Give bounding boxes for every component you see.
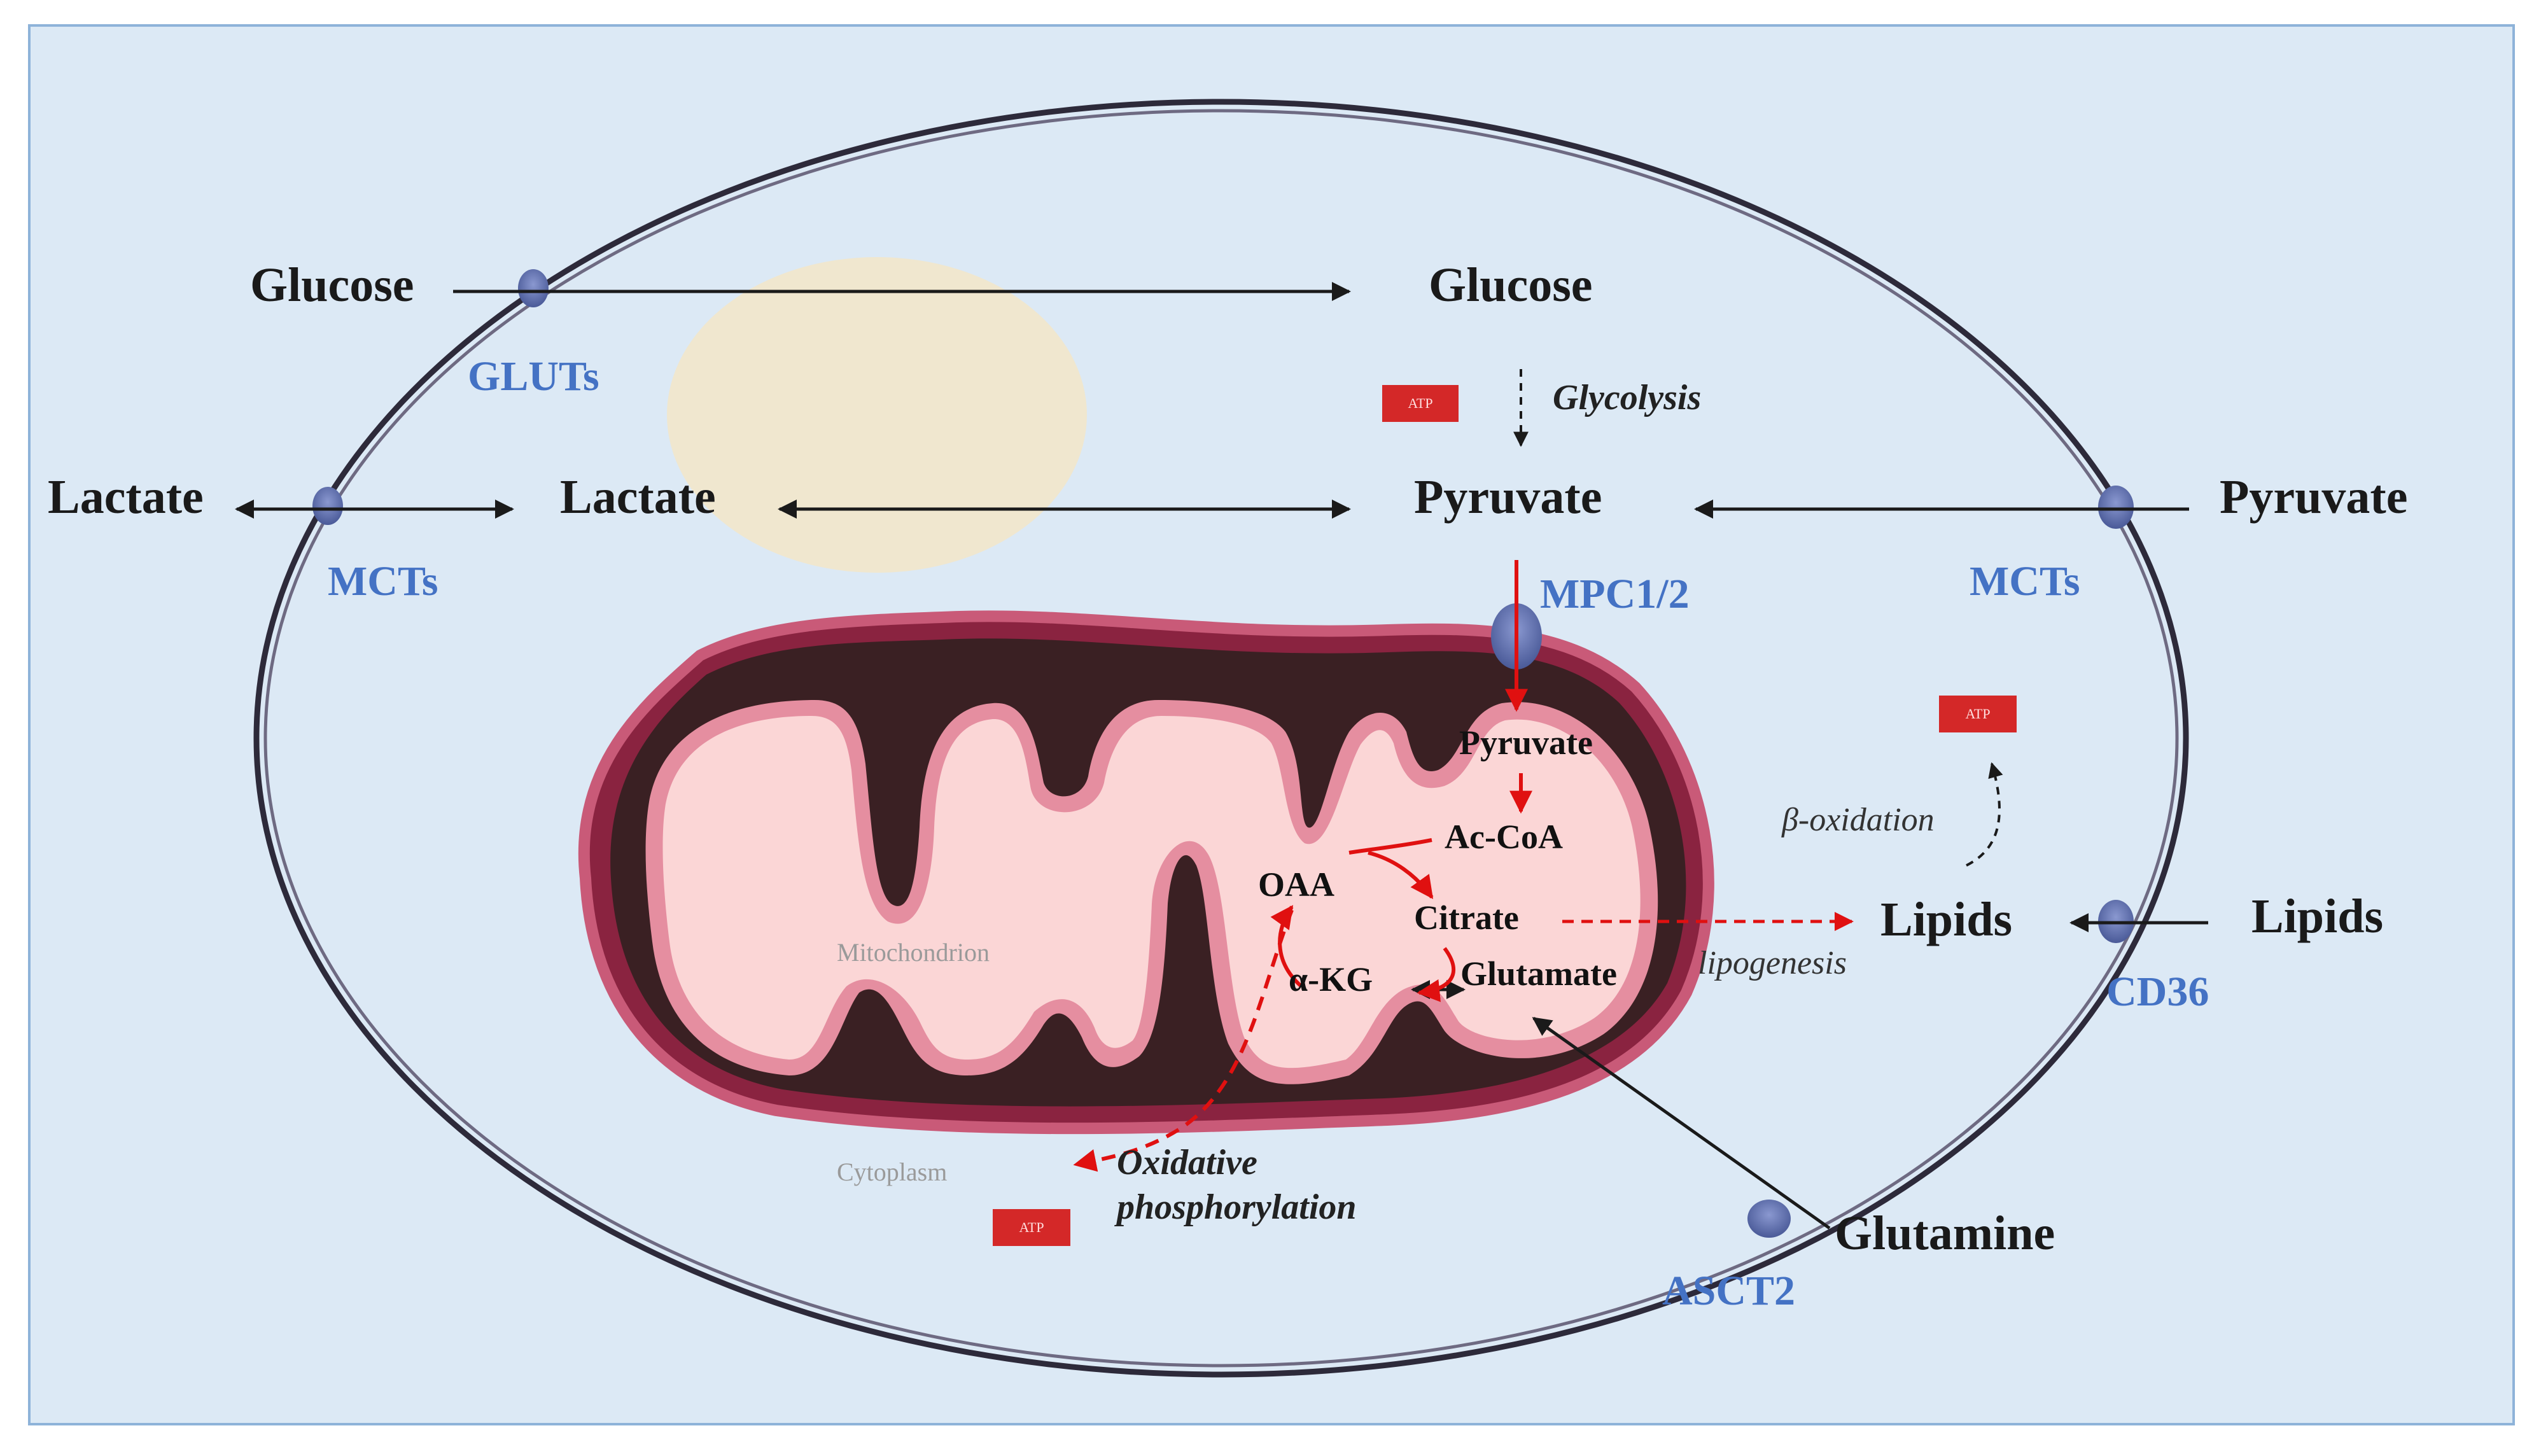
mcts-left-label: MCTs: [328, 558, 438, 605]
mpc-label: MPC1/2: [1540, 571, 1690, 617]
cytoplasm-label: Cytoplasm: [837, 1158, 947, 1186]
accoa-label: Ac-CoA: [1445, 818, 1563, 856]
lipids-outside-label: Lipids: [2251, 890, 2383, 943]
cell-membrane-inner: [263, 109, 2179, 1368]
beta-oxidation-arrow: [1966, 762, 2003, 867]
cell-membrane-outer: [253, 99, 2189, 1378]
svg-text:ATP: ATP: [1019, 1219, 1044, 1235]
akg-label: α-KG: [1289, 960, 1373, 998]
mitochondrion-label: Mitochondrion: [837, 938, 990, 967]
lipids-cytoplasm-label: Lipids: [1880, 893, 2012, 946]
mito-pyruvate-label: Pyruvate: [1459, 724, 1593, 762]
gluts-label: GLUTs: [468, 353, 599, 400]
citrate-label: Citrate: [1414, 899, 1519, 937]
glut-transporter: [518, 269, 549, 307]
mitochondrion: [578, 610, 1714, 1135]
glucose-cytoplasm-label: Glucose: [1429, 258, 1593, 312]
citrate-akg-arrow: [1417, 947, 1456, 1002]
akg-oaa-arrow: [1270, 905, 1303, 988]
cd36-label: CD36: [2106, 969, 2209, 1015]
asct2-transporter: [1747, 1200, 1791, 1238]
accoa-citrate-arrow: [1348, 838, 1432, 897]
oxphos-label-line2: phosphorylation: [1114, 1187, 1357, 1227]
beta-oxidation-label: β-oxidation: [1781, 802, 1935, 838]
glucose-outside-label: Glucose: [250, 258, 414, 312]
pyruvate-outside-label: Pyruvate: [2220, 470, 2407, 524]
asct2-label: ASCT2: [1662, 1268, 1795, 1314]
glutamine-outside-label: Glutamine: [1835, 1207, 2055, 1260]
lactate-outside-label: Lactate: [48, 470, 204, 524]
glycolysis-label: Glycolysis: [1553, 378, 1701, 417]
mct-transporter-right: [2098, 486, 2134, 529]
oaa-label: OAA: [1258, 865, 1334, 904]
glutamate-label: Glutamate: [1460, 955, 1617, 993]
atp-box-oxphos: ATP: [993, 1209, 1070, 1246]
lactate-cytoplasm-label: Lactate: [560, 470, 716, 524]
nucleus: [667, 257, 1087, 573]
svg-text:ATP: ATP: [1408, 395, 1432, 411]
atp-box-glycolysis: ATP: [1382, 385, 1459, 422]
pyruvate-cytoplasm-label: Pyruvate: [1414, 470, 1602, 524]
mitochondrion-inner-matrix: [662, 716, 1641, 1068]
atp-box-beta-oxidation: ATP: [1939, 696, 2017, 732]
glutamine-import-arrow: [1532, 1016, 1831, 1230]
oxphos-label-line1: Oxidative: [1117, 1143, 1257, 1182]
mct-transporter-left: [312, 487, 343, 525]
svg-text:ATP: ATP: [1965, 706, 1990, 722]
lipogenesis-label: lipogenesis: [1698, 945, 1847, 981]
mcts-right-label: MCTs: [1970, 558, 2080, 605]
oxphos-arrow: [1073, 909, 1294, 1172]
